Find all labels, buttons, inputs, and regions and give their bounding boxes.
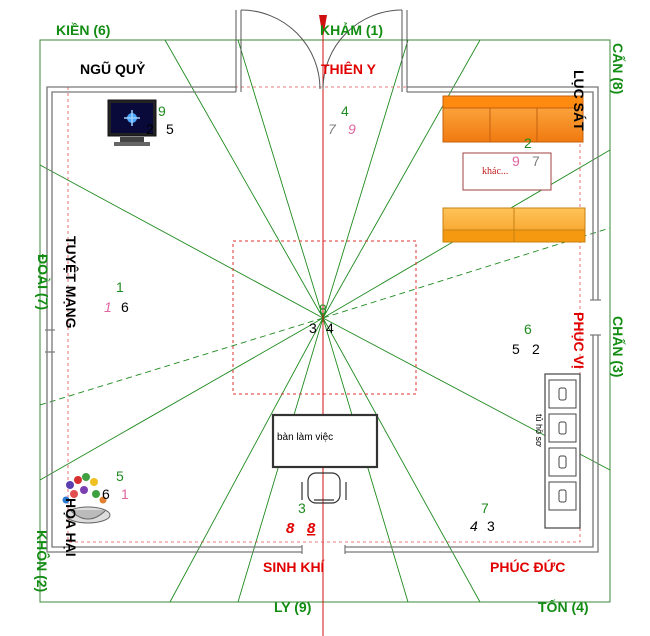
star-ne-right: 7 <box>532 153 540 169</box>
zone-luc-sat: LỤC SÁT <box>571 70 587 131</box>
star-sw-top: 5 <box>116 468 124 484</box>
side-table-label: khác... <box>482 166 508 177</box>
star-sw-right: 1 <box>121 486 129 502</box>
sofa-top <box>442 95 584 143</box>
label-khon: KHÔN (2) <box>34 530 51 592</box>
star-s-left: 8 <box>286 520 295 537</box>
computer-monitor-icon <box>107 99 157 146</box>
star-e-left: 5 <box>512 341 520 357</box>
compass-frame <box>39 39 611 603</box>
flower-pot-icon <box>62 473 111 524</box>
zone-thien-y: THIÊN Y <box>321 60 377 77</box>
star-e-right: 2 <box>532 341 540 357</box>
zone-sinh-khi: SINH KHÍ <box>263 559 326 575</box>
walls <box>46 86 599 553</box>
star-nw-right: 5 <box>166 121 174 137</box>
work-desk <box>271 413 379 469</box>
label-kien: KIỀN (6) <box>56 22 110 38</box>
star-e-top: 6 <box>524 321 532 337</box>
star-se-left: 4 <box>470 518 478 534</box>
star-c-top: 8 <box>319 301 327 317</box>
star-n-right: 9 <box>348 121 356 137</box>
star-nw-left: 2 <box>146 121 154 137</box>
center-palace <box>232 240 417 395</box>
star-n-top: 4 <box>341 103 349 119</box>
sofa-bottom <box>442 207 586 243</box>
axis-arrow <box>319 15 327 38</box>
zone-phuc-duc: PHÚC ĐỨC <box>490 558 565 575</box>
sector-lines <box>39 39 611 603</box>
star-c-left: 3 <box>309 320 317 336</box>
star-se-right: 3 <box>487 518 495 534</box>
star-w-top: 1 <box>116 279 124 295</box>
label-ly: LY (9) <box>274 599 311 615</box>
star-w-left: 1 <box>104 299 112 315</box>
star-c-right: 4 <box>326 320 334 336</box>
label-ton: TỐN (4) <box>538 598 589 615</box>
zone-hoa-hai: HỌA HẠI <box>63 498 79 557</box>
star-n-left: 7 <box>328 121 337 137</box>
zone-tuyet-mang: TUYỆT MẠNG <box>63 236 80 329</box>
label-doai: ĐOÀI (7) <box>35 254 51 310</box>
star-se-top: 7 <box>481 500 489 516</box>
star-nw-top: 9 <box>158 103 166 119</box>
cabinet-label: tủ hồ sơ <box>534 414 544 447</box>
label-kham: KHẢM (1) <box>320 22 383 38</box>
label-chan: CHẤN (3) <box>610 316 626 377</box>
office-chair-icon <box>301 472 347 504</box>
filing-cabinet <box>544 373 581 529</box>
desk-label: bàn làm việc <box>277 432 333 443</box>
wall-gap-ticks <box>45 299 601 554</box>
star-ne-top: 2 <box>524 135 532 151</box>
diagonal-lines <box>39 227 611 406</box>
star-w-right: 6 <box>121 299 129 315</box>
star-s-top: 3 <box>298 500 306 516</box>
star-s-right: 8 <box>307 520 316 537</box>
zone-ngu-quy: NGŨ QUỶ <box>80 60 146 77</box>
side-table <box>462 152 552 191</box>
entrance-door <box>235 9 408 92</box>
label-can: CẤN (8) <box>610 43 626 94</box>
zone-phuc-vi: PHỤC VỊ <box>571 312 587 369</box>
star-sw-left: 6 <box>102 486 110 502</box>
star-ne-left: 9 <box>512 153 520 169</box>
